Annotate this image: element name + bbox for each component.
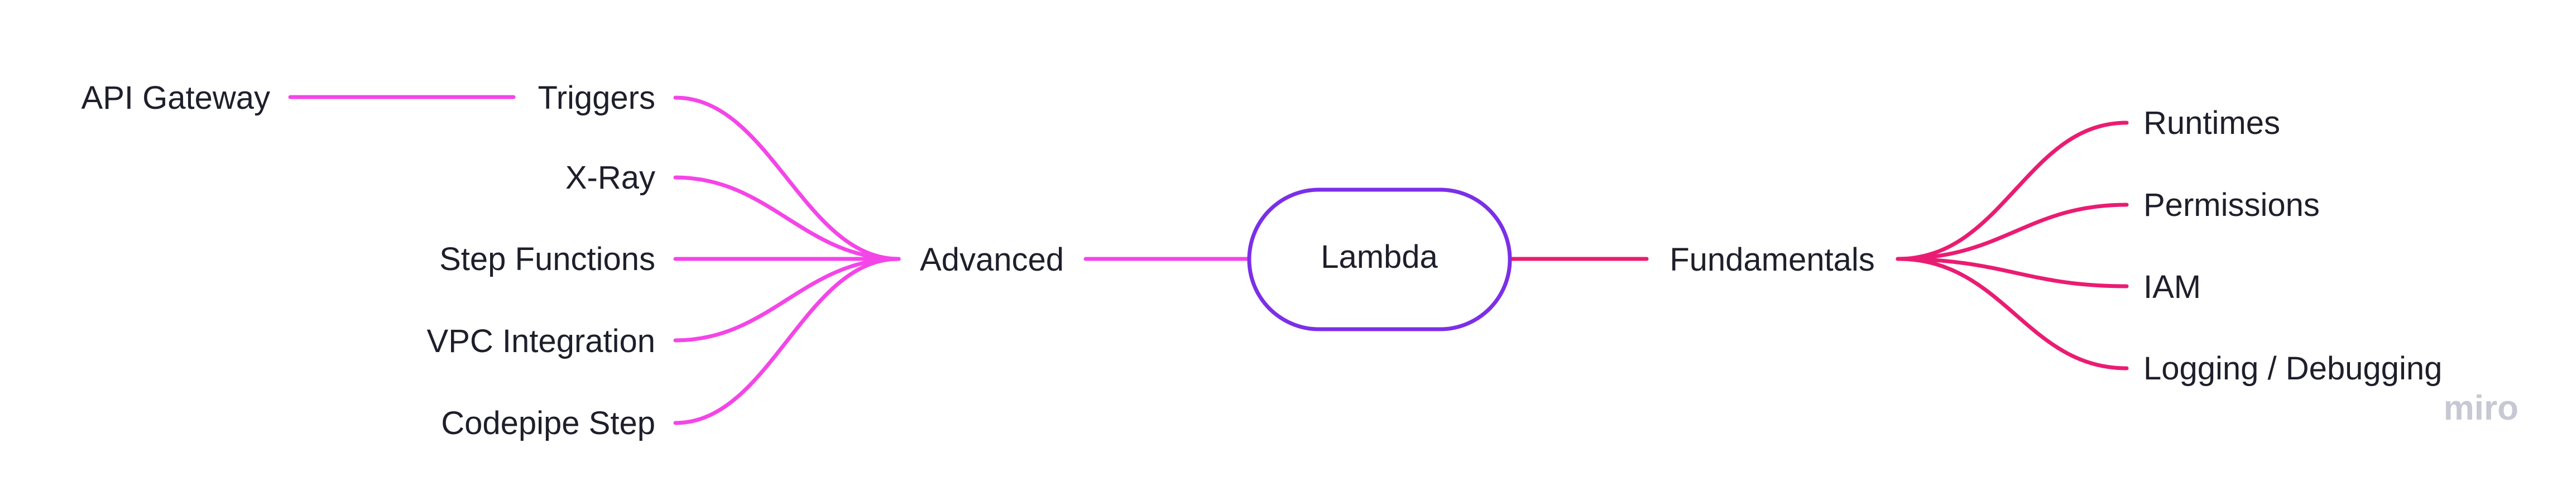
connector-advanced-to-xray	[673, 175, 901, 261]
connector-fundamentals-to-iam	[1896, 257, 2129, 288]
fundamentals-child-runtimes[interactable]: Runtimes	[2143, 105, 2280, 141]
root-node[interactable]: Lambda	[1247, 187, 1512, 331]
advanced-child-step-functions[interactable]: Step Functions	[439, 241, 655, 277]
connector-fundamentals-to-logging-debugging	[1896, 257, 2129, 370]
fundamentals-connectors	[1508, 121, 2129, 370]
advanced-child-xray[interactable]: X-Ray	[565, 160, 655, 196]
branch-fundamentals-label[interactable]: Fundamentals	[1670, 242, 1875, 278]
branch-advanced-label[interactable]: Advanced	[920, 242, 1064, 278]
triggers-child-api-gateway[interactable]: API Gateway	[81, 80, 270, 116]
fundamentals-child-logging-debugging[interactable]: Logging / Debugging	[2143, 350, 2442, 387]
connector-advanced-to-vpc-integration	[673, 257, 901, 343]
connector-fundamentals-to-runtimes	[1896, 121, 2129, 261]
advanced-child-triggers[interactable]: Triggers	[538, 80, 655, 116]
connector-advanced-to-codepipe-step	[673, 257, 901, 425]
connector-fundamentals-to-permissions	[1896, 203, 2129, 261]
root-node-label: Lambda	[1321, 239, 1438, 275]
advanced-child-codepipe-step[interactable]: Codepipe Step	[441, 405, 655, 441]
advanced-connectors	[288, 95, 1251, 425]
advanced-child-vpc-integration[interactable]: VPC Integration	[427, 323, 655, 359]
fundamentals-child-permissions[interactable]: Permissions	[2143, 187, 2320, 223]
root-node-shape	[1247, 187, 1512, 331]
fundamentals-child-iam[interactable]: IAM	[2143, 269, 2201, 305]
miro-watermark: miro	[2444, 389, 2519, 427]
connector-advanced-to-triggers	[673, 95, 901, 261]
